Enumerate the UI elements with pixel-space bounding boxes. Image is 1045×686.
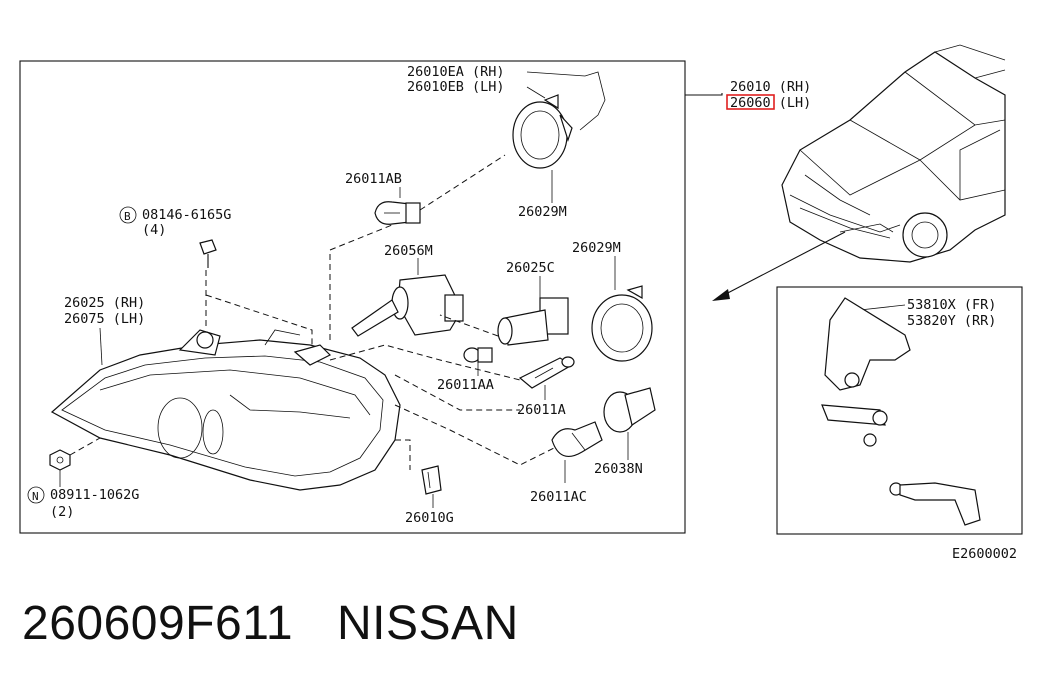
diagram-code: E2600002 <box>952 546 1017 562</box>
car-illustration <box>781 44 1006 263</box>
nut-badge: N <box>32 490 39 503</box>
sensor-leader <box>859 304 906 311</box>
dash-housing-3 <box>394 404 561 466</box>
bolt-badge-circle <box>119 206 137 224</box>
label-sensor-fr: 53810X (FR) <box>907 297 996 313</box>
label-26011ab: 26011AB <box>345 171 402 187</box>
bulb-26056m <box>351 274 464 337</box>
leader-26010eb <box>526 86 546 99</box>
dash-26025c <box>439 314 499 337</box>
label-sensor-rr: 53820Y (RR) <box>907 313 996 329</box>
label-assy-rh: 26010 (RH) <box>730 79 811 95</box>
socket-26038n <box>603 387 656 433</box>
pointer-arrow <box>721 231 846 297</box>
bolt-badge: B <box>124 210 131 223</box>
label-26029m: 26029M <box>572 240 621 256</box>
assy-leader <box>685 93 723 96</box>
label-bolt-qty: (4) <box>142 222 166 238</box>
label-26010g: 26010G <box>405 510 454 526</box>
socket-cap-top <box>512 94 573 169</box>
dash-26011ab <box>419 154 506 211</box>
label-housing-rh: 26025 (RH) <box>64 295 145 311</box>
nut-icon <box>49 449 71 471</box>
label-26011aa: 26011AA <box>437 377 494 393</box>
dash-housing <box>329 344 521 381</box>
leader-26010ea <box>526 71 606 131</box>
bulb-26011ab <box>374 201 421 225</box>
label-26056m: 26056M <box>384 243 433 259</box>
nut-badge-circle <box>27 486 45 504</box>
highlight-box <box>726 94 775 110</box>
dash-housing-2 <box>394 374 520 411</box>
leader-housing <box>99 327 103 366</box>
bulb-26011a <box>518 356 575 389</box>
label-housing-lh: 26075 (LH) <box>64 311 145 327</box>
bulb-26011aa <box>463 347 493 363</box>
arrow-head <box>712 289 730 301</box>
dash-housing-4 <box>395 439 411 470</box>
bulb-26011ac <box>551 421 603 458</box>
dash-bolt-2 <box>205 294 313 350</box>
socket-26025c <box>497 297 569 346</box>
main-frame <box>19 60 686 534</box>
socket-cap-right <box>591 285 653 362</box>
height-sensor <box>821 297 981 526</box>
label-26010eb: 26010EB (LH) <box>407 79 505 95</box>
bolt-icon <box>199 239 217 268</box>
clip-26010g <box>421 465 442 495</box>
label-nut-qty: (2) <box>50 504 74 520</box>
caption-brand: NISSAN <box>337 597 519 650</box>
label-26029m-top: 26029M <box>518 204 567 220</box>
dash-nut <box>69 437 101 456</box>
headlamp-housing <box>50 329 401 491</box>
sensor-inset-frame <box>776 286 1023 535</box>
label-bolt-part: 08146-6165G <box>142 207 231 223</box>
dash-26056m <box>329 224 393 340</box>
caption: 260609F611 NISSAN <box>22 596 519 651</box>
label-26011a: 26011A <box>517 402 566 418</box>
label-26010ea: 26010EA (RH) <box>407 64 505 80</box>
label-nut-part: 08911-1062G <box>50 487 139 503</box>
label-26038n: 26038N <box>594 461 643 477</box>
label-26025c: 26025C <box>506 260 555 276</box>
caption-part-number: 260609F611 <box>22 597 294 650</box>
label-assy-lh: 26060 (LH) <box>730 95 811 111</box>
label-26011ac: 26011AC <box>530 489 587 505</box>
